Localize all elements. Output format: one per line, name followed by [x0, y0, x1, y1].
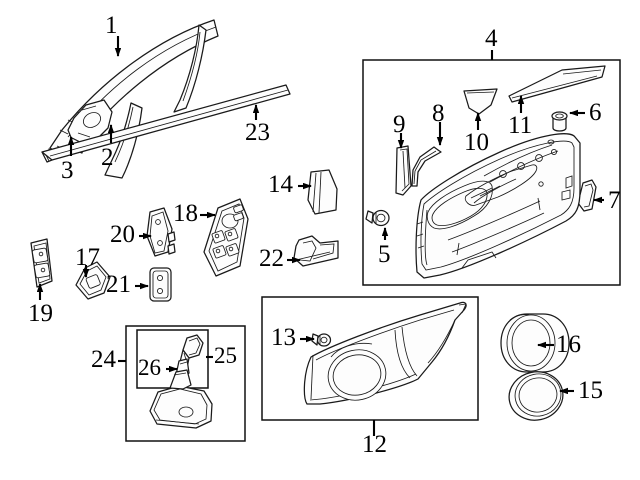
callout-9[interactable]: 9 — [393, 111, 406, 138]
callout-26[interactable]: 26 — [138, 355, 161, 380]
callout-16[interactable]: 16 — [556, 331, 581, 358]
callout-2[interactable]: 2 — [101, 144, 114, 171]
callout-3[interactable]: 3 — [61, 157, 74, 184]
part-speaker-trim-ring — [508, 371, 564, 421]
part-trim-panel-retainer-clip — [365, 209, 390, 227]
part-trim-strip-long — [411, 146, 442, 187]
callout-6[interactable]: 6 — [589, 99, 602, 126]
callout-15[interactable]: 15 — [578, 377, 603, 404]
part-seat-adjust-switch — [30, 238, 53, 288]
callout-21[interactable]: 21 — [106, 271, 131, 298]
lamp-assembly-box — [125, 325, 246, 442]
part-handle-bezel-trim — [293, 235, 339, 267]
part-master-window-switch — [203, 198, 249, 277]
callout-5[interactable]: 5 — [378, 241, 391, 268]
lower-trim-box — [261, 296, 479, 421]
part-memory-switch — [146, 207, 176, 257]
callout-1[interactable]: 1 — [105, 12, 118, 39]
part-lower-door-trim-panel — [303, 301, 467, 405]
callout-14[interactable]: 14 — [268, 171, 293, 198]
part-pillar-trim-upper — [173, 24, 207, 113]
callout-12[interactable]: 12 — [362, 431, 387, 458]
callout-7[interactable]: 7 — [608, 187, 621, 214]
part-lower-panel-clip — [311, 333, 332, 347]
callout-4[interactable]: 4 — [485, 25, 498, 52]
part-courtesy-lamp-assembly — [149, 369, 213, 429]
part-side-trim-cap — [577, 179, 597, 212]
callout-13[interactable]: 13 — [271, 324, 296, 351]
callout-18[interactable]: 18 — [173, 200, 198, 227]
callout-17[interactable]: 17 — [75, 244, 100, 271]
callout-19[interactable]: 19 — [28, 300, 53, 327]
callout-24[interactable]: 24 — [91, 346, 116, 373]
callout-25[interactable]: 25 — [214, 343, 237, 368]
part-door-trim-panel-assembly — [415, 133, 581, 279]
part-mirror-sail-cover — [307, 169, 338, 215]
callout-22[interactable]: 22 — [259, 245, 284, 272]
callout-11[interactable]: 11 — [508, 112, 533, 139]
callout-10[interactable]: 10 — [464, 129, 489, 156]
callout-8[interactable]: 8 — [432, 100, 445, 127]
part-grommet — [551, 111, 568, 132]
callout-20[interactable]: 20 — [110, 221, 135, 248]
part-upper-wood-trim-insert — [508, 65, 606, 103]
part-speaker-housing-ring — [500, 313, 570, 373]
part-single-window-switch — [149, 267, 172, 302]
part-trim-strip-short — [395, 145, 412, 196]
part-belt-weatherstrip-molding — [41, 84, 291, 163]
callout-leaders — [36, 36, 604, 436]
part-speaker-grille-cover — [463, 88, 498, 115]
callout-23[interactable]: 23 — [245, 119, 270, 146]
